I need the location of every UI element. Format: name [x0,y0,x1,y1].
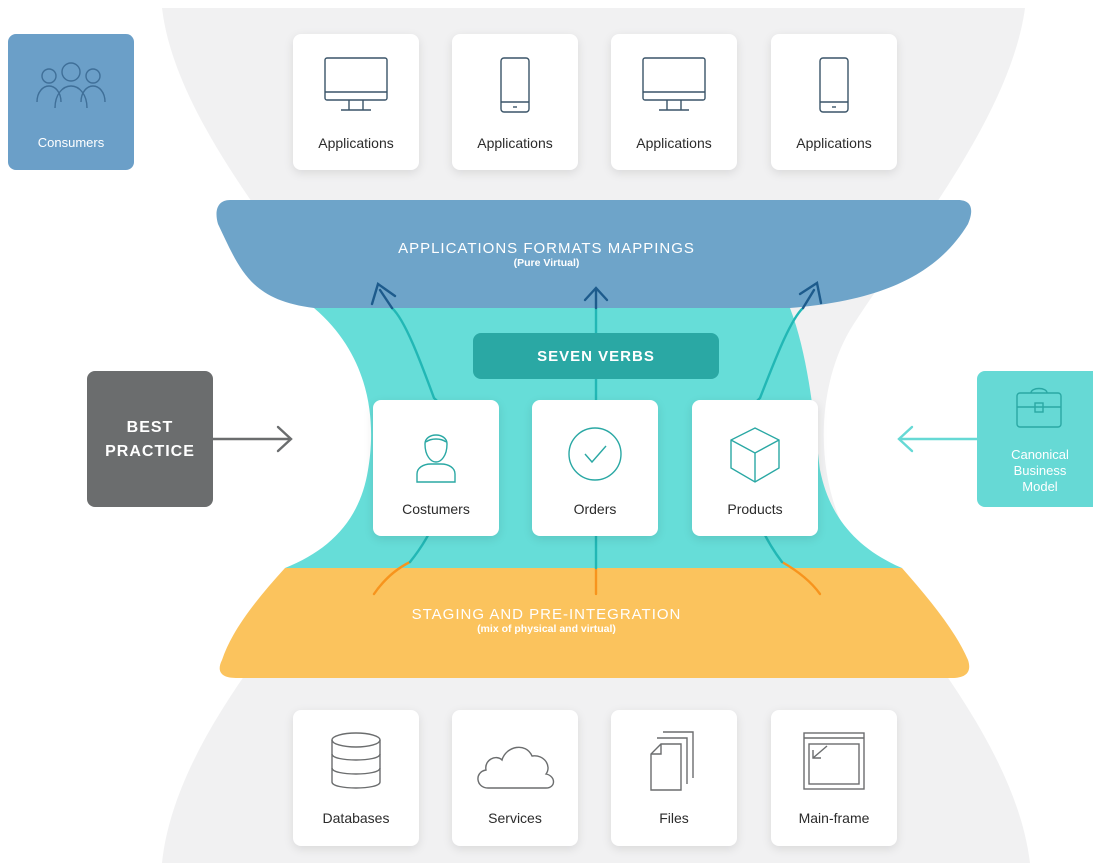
source-label: Files [659,810,689,826]
arrowhead-center [583,286,609,302]
application-card[interactable]: Applications [452,34,578,170]
bottom-band-subtitle: (mix of physical and virtual) [477,623,616,635]
phone-icon [500,57,530,113]
entity-label: Orders [573,501,617,517]
best-practice-line1: BEST [126,419,174,436]
canonical-business-model-box: Canonical Business Model [977,371,1093,507]
files-icon [650,731,694,791]
flow-arrow-left-orange [372,560,412,596]
entity-label: Costumers [402,501,470,517]
arrowhead-right [798,281,823,305]
entity-label: Products [727,501,783,517]
top-band-title-text: APPLICATIONS FORMATS MAPPINGS [398,240,695,257]
window-icon [803,732,865,790]
source-label: Main-frame [798,810,870,826]
monitor-icon [642,57,706,111]
entity-card-products[interactable]: Products [692,400,818,536]
database-icon [331,732,381,789]
application-card[interactable]: Applications [771,34,897,170]
application-card[interactable]: Applications [611,34,737,170]
top-band-subtitle: (Pure Virtual) [513,257,580,269]
bottom-band [219,568,970,678]
user-icon [416,434,456,483]
canonical-line1: Canonical [1011,447,1069,462]
best-practice-box: BEST PRACTICE [87,371,213,507]
canonical-line2: Business [1013,463,1067,478]
canonical-line3: Model [1022,479,1058,494]
consumers-label: Consumers [37,135,105,150]
entity-card-costumers[interactable]: Costumers [373,400,499,536]
application-label: Applications [318,135,394,151]
briefcase-icon [1016,387,1062,428]
cube-icon [730,427,780,483]
application-label: Applications [477,135,553,151]
source-card-files[interactable]: Files [611,710,737,846]
arrowhead-left [370,282,397,306]
flow-arrow-left-blue [378,288,394,310]
source-card-services[interactable]: Services [452,710,578,846]
top-band [216,200,972,308]
top-band-title: APPLICATIONS FORMATS MAPPINGS (Pure Virt… [0,240,1093,269]
seven-verbs-box: SEVEN VERBS [473,333,719,379]
check-circle-icon [568,427,622,481]
users-icon [36,62,106,109]
application-label: Applications [636,135,712,151]
source-label: Services [488,810,542,826]
best-practice-arrow [211,425,293,453]
canonical-arrow [897,425,979,453]
source-card-main-frame[interactable]: Main-frame [771,710,897,846]
consumers-box: Consumers [8,34,134,170]
bottom-band-title-text: STAGING AND PRE-INTEGRATION [411,606,682,623]
source-card-databases[interactable]: Databases [293,710,419,846]
flow-arrow-right-blue [801,288,816,310]
application-card[interactable]: Applications [293,34,419,170]
entity-card-orders[interactable]: Orders [532,400,658,536]
bottom-band-title: STAGING AND PRE-INTEGRATION (mix of phys… [0,606,1093,635]
monitor-icon [324,57,388,111]
cloud-icon [477,746,555,789]
best-practice-line2: PRACTICE [105,443,195,460]
flow-arrow-right-orange [780,560,822,596]
application-label: Applications [796,135,872,151]
phone-icon [819,57,849,113]
source-label: Databases [322,810,390,826]
